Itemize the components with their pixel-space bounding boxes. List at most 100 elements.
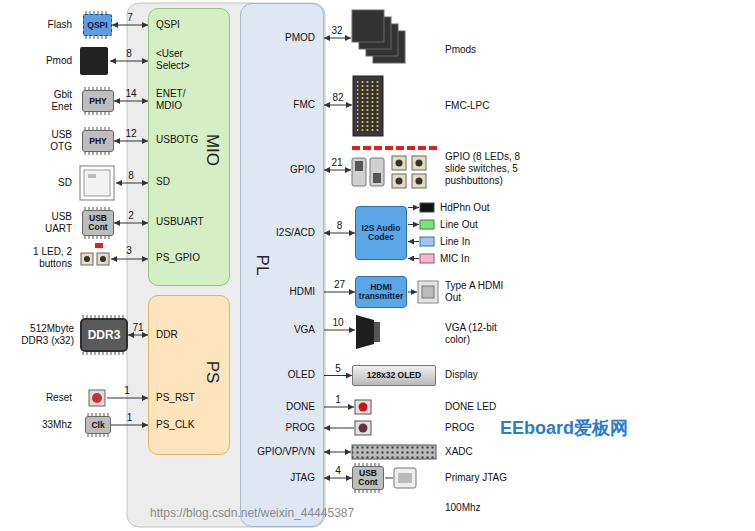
chip-pins bbox=[92, 413, 93, 416]
chip-pins bbox=[85, 87, 86, 90]
chip-pins bbox=[83, 315, 84, 318]
bus-width: 10 bbox=[332, 317, 343, 329]
chip-pins bbox=[98, 36, 99, 39]
chip-pins bbox=[102, 11, 103, 14]
interface-name: PS_RST bbox=[156, 392, 195, 404]
chip-pins bbox=[99, 315, 100, 318]
chip-pins bbox=[87, 352, 88, 355]
usb-uart-chip: USB Cont bbox=[82, 210, 114, 236]
bus-wire bbox=[408, 207, 419, 208]
chip-pins bbox=[109, 87, 110, 90]
bus-width: 3 bbox=[126, 245, 132, 257]
pmod-connector bbox=[80, 47, 108, 75]
chip-pins bbox=[101, 236, 102, 239]
bus-connector bbox=[128, 335, 148, 336]
chip-pins bbox=[119, 352, 120, 355]
component-label: VGA (12-bit color) bbox=[445, 322, 509, 346]
chip-pins bbox=[96, 434, 97, 437]
pushbuttons bbox=[416, 160, 423, 167]
chip-pins bbox=[89, 87, 90, 90]
chip-pins bbox=[91, 315, 92, 318]
chip-pins bbox=[95, 315, 96, 318]
chip-pins bbox=[89, 152, 90, 155]
chip-pins bbox=[115, 352, 116, 355]
bus-wire bbox=[324, 330, 355, 331]
soc-package bbox=[127, 3, 325, 527]
interface-name: PROG bbox=[286, 422, 315, 434]
chip-pins bbox=[90, 11, 91, 14]
chip-pins bbox=[371, 463, 372, 466]
chip-pins bbox=[100, 413, 101, 416]
xadc-header bbox=[352, 445, 436, 459]
chip-label: PHY bbox=[89, 137, 106, 146]
chip-pins bbox=[85, 236, 86, 239]
chip-pins bbox=[93, 87, 94, 90]
usb-phy-chip: PHY bbox=[82, 130, 114, 152]
bus-wire bbox=[385, 478, 393, 479]
component-label: 512Mbyte DDR3 (x32) bbox=[18, 323, 74, 347]
bus-wire bbox=[408, 292, 417, 293]
hdmi-connector bbox=[418, 281, 438, 303]
chip-pins bbox=[363, 463, 364, 466]
chip-pins bbox=[92, 434, 93, 437]
audio-jacks bbox=[420, 220, 434, 229]
component-label: 100Mhz bbox=[445, 502, 481, 514]
audio-jacks bbox=[420, 203, 434, 263]
chip-pins bbox=[102, 36, 103, 39]
chip-pins bbox=[93, 152, 94, 155]
interface-name: USBOTG bbox=[156, 134, 198, 146]
fmc-connector bbox=[357, 79, 379, 133]
hdmi-connector bbox=[418, 281, 438, 303]
chip-pins bbox=[111, 315, 112, 318]
component-label: USB UART bbox=[38, 211, 72, 235]
chip-pins bbox=[119, 315, 120, 318]
chip-label: I2S Audio Codec bbox=[358, 224, 404, 242]
chip-pins bbox=[109, 152, 110, 155]
chip-pins bbox=[94, 11, 95, 14]
vga-connector bbox=[356, 315, 380, 349]
sd-slot bbox=[80, 166, 114, 200]
ps-led-buttons bbox=[100, 256, 106, 262]
interface-name: OLED bbox=[288, 369, 315, 381]
chip-pins bbox=[89, 112, 90, 115]
bus-wire bbox=[408, 224, 419, 225]
chip-pins bbox=[107, 315, 108, 318]
component-label: Type A HDMI Out bbox=[445, 280, 505, 304]
jtag-usb-connector bbox=[394, 468, 416, 488]
chip-pins bbox=[367, 463, 368, 466]
chip-pins bbox=[93, 127, 94, 130]
chip-label: DDR3 bbox=[88, 329, 121, 342]
bus-wire bbox=[324, 407, 354, 408]
pushbuttons bbox=[392, 156, 406, 170]
chip-pins bbox=[359, 463, 360, 466]
interface-name: DDR bbox=[156, 329, 178, 341]
chip-pins bbox=[123, 352, 124, 355]
bus-connector bbox=[324, 292, 355, 293]
chip-pins bbox=[108, 413, 109, 416]
slide-switches bbox=[355, 161, 363, 171]
interface-name: QSPI bbox=[156, 19, 180, 31]
gpio-leds bbox=[363, 146, 371, 150]
slide-switches bbox=[352, 158, 384, 186]
pushbuttons bbox=[412, 174, 426, 188]
watermark: https://blog.csdn.net/weixin_44445387 bbox=[150, 506, 354, 520]
bus-connector bbox=[112, 25, 148, 26]
bus-width: 4 bbox=[335, 465, 341, 477]
component-label: Reset bbox=[46, 392, 72, 404]
chip-pins bbox=[355, 463, 356, 466]
bus-width: 8 bbox=[126, 48, 132, 60]
interface-name: USBUART bbox=[156, 216, 204, 228]
interface-name: PS_CLK bbox=[156, 419, 194, 431]
bus-width: 27 bbox=[334, 279, 345, 291]
pushbuttons bbox=[412, 156, 426, 170]
chip-pins bbox=[105, 112, 106, 115]
chip-pins bbox=[104, 413, 105, 416]
pushbuttons bbox=[396, 160, 403, 167]
chip-pins bbox=[379, 490, 380, 493]
chip-pins bbox=[97, 152, 98, 155]
chip-pins bbox=[375, 463, 376, 466]
component-label: 33Mhz bbox=[42, 419, 72, 431]
reset-button bbox=[92, 393, 102, 403]
reset-button bbox=[89, 390, 105, 406]
